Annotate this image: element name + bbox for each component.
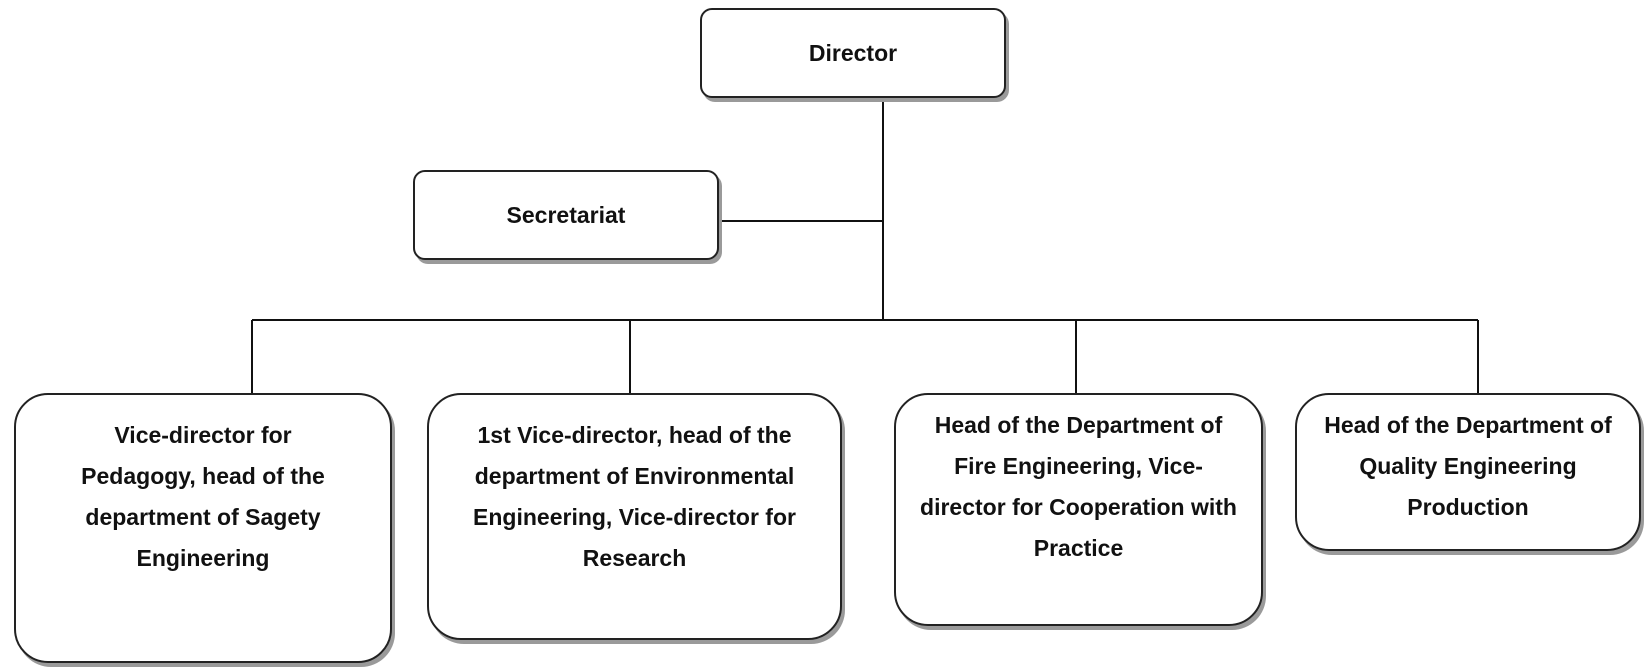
department-label-environmental: 1st Vice-director, head of the departmen… [473,422,796,571]
department-node-pedagogy: Vice-director for Pedagogy, head of the … [14,393,392,663]
department-label-pedagogy: Vice-director for Pedagogy, head of the … [81,422,325,571]
department-label-fire: Head of the Department of Fire Engineeri… [920,412,1237,561]
department-label-quality: Head of the Department of Quality Engine… [1324,412,1612,520]
director-label: Director [808,39,898,66]
secretariat-node: Secretariat [413,170,719,260]
department-node-environmental: 1st Vice-director, head of the departmen… [427,393,842,640]
secretariat-label: Secretariat [506,201,626,228]
department-node-fire: Head of the Department of Fire Engineeri… [894,393,1263,626]
director-node: Director [700,8,1006,98]
department-node-quality: Head of the Department of Quality Engine… [1295,393,1641,551]
